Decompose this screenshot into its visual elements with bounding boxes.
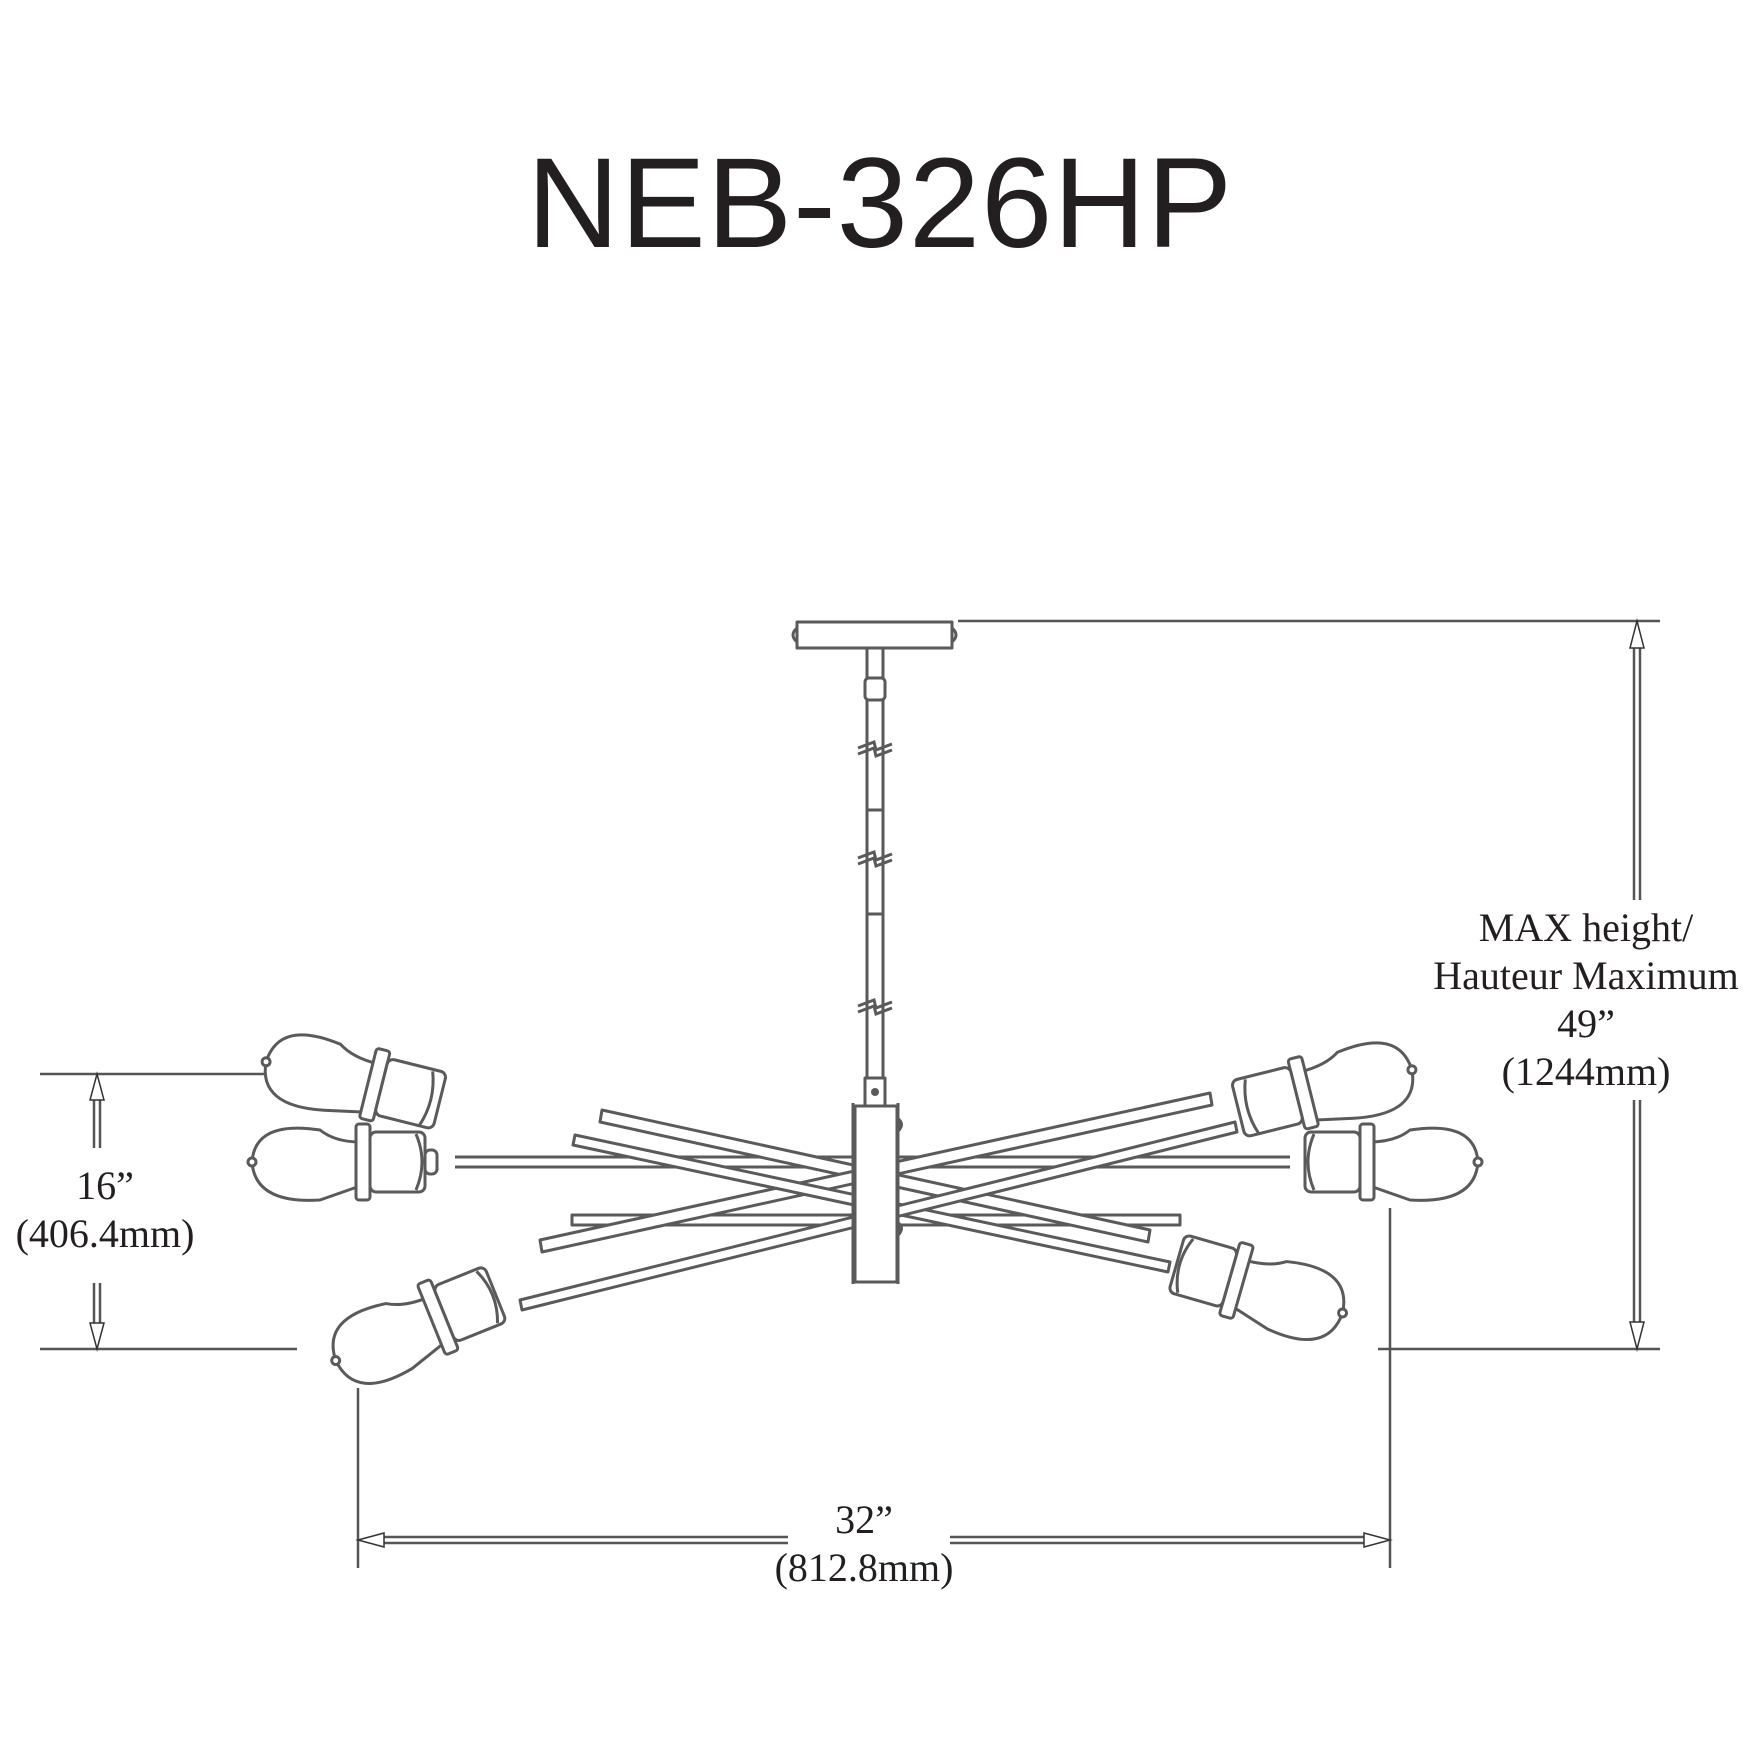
bulb-right-middle	[1303, 1122, 1484, 1202]
bulb-upper-right-back	[1230, 1041, 1418, 1138]
bulb-lower-right	[1168, 1234, 1349, 1341]
model-number-title: NEB-326HP	[526, 132, 1234, 275]
width-label: 32” (812.8mm)	[724, 1496, 1004, 1592]
bulb-upper-left-back	[260, 1033, 448, 1130]
max-height-arrow	[1629, 618, 1645, 1352]
canopy	[791, 620, 958, 650]
stem-break-marks	[857, 740, 893, 1016]
max-height-label: MAX height/ Hauteur Maximum 49” (1244mm)	[1418, 904, 1754, 1096]
fixture-height-arrow	[89, 1071, 105, 1352]
width-imperial: 32”	[835, 1497, 893, 1542]
max-height-label-en: MAX height/	[1478, 905, 1694, 950]
center-body	[851, 1103, 903, 1284]
fixture-height-label: 16” (406.4mm)	[0, 1162, 210, 1258]
max-height-label-fr: Hauteur Maximum	[1433, 953, 1739, 998]
fixture-height-imperial: 16”	[76, 1163, 134, 1208]
width-arrow	[355, 1532, 1393, 1548]
fixture-height-metric: (406.4mm)	[15, 1211, 195, 1256]
max-height-imperial: 49”	[1557, 1001, 1615, 1046]
stem	[857, 646, 893, 1108]
width-metric: (812.8mm)	[774, 1545, 954, 1590]
bulb-left-middle	[246, 1122, 439, 1202]
max-height-metric: (1244mm)	[1501, 1049, 1671, 1094]
bulb-lower-left	[330, 1266, 507, 1385]
